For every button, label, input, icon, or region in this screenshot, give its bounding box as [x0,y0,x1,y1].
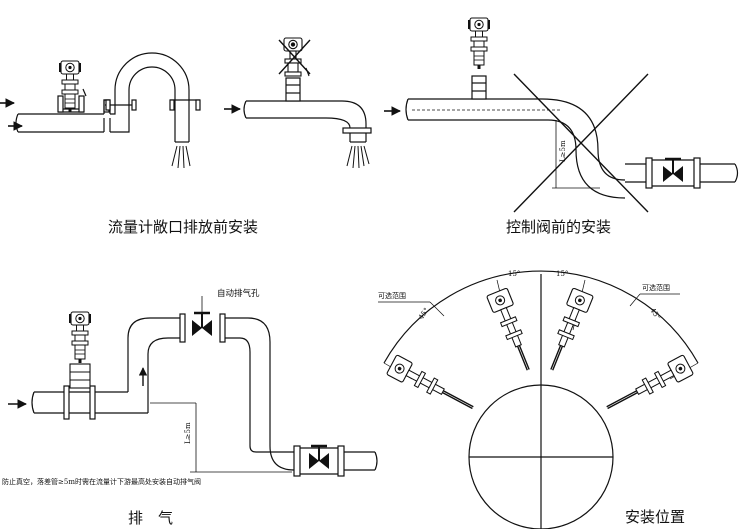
valve-icon [307,444,331,471]
meter-crossed [278,37,311,77]
caption-control-valve: 控制阀前的安装 [506,218,611,236]
diagram-open-discharge-u [0,52,201,169]
angle-label-left-15: 15° [508,270,520,278]
vent-valve-icon [190,311,214,338]
angle-label-left-45: 45° [417,306,431,321]
valve-icon [661,157,685,184]
meter-upper-left [486,287,530,371]
diagram-control-valve [384,73,739,213]
caption-open-discharge: 流量计敞口排放前安装 [108,218,258,236]
caption-position: 安装位置 [625,508,685,526]
caption-exhaust: 排 气 [128,509,173,527]
auto-vent-label: 自动排气孔 [217,288,260,299]
exhaust-note: 防止真空，落差管≥5m时需在流量计下游最高处安装自动排气阀 [2,477,201,486]
meter-upper-right [550,287,594,371]
meter-lower-left [386,354,474,410]
diagram-open-discharge-drop [224,77,372,169]
angle-label-right-15: 15° [556,270,568,278]
diagram-exhaust [8,296,378,477]
range-label-right: 可选范围 [642,283,670,292]
meter-lower-right [606,354,694,410]
distance-label: L≥5m [559,140,567,162]
range-label-left: 可选范围 [378,291,406,300]
flow-meter-icon [467,17,491,70]
angle-label-right-45: 45° [648,307,662,322]
distance-label: L≥5m [184,422,192,444]
flow-meter-icon [68,311,92,364]
